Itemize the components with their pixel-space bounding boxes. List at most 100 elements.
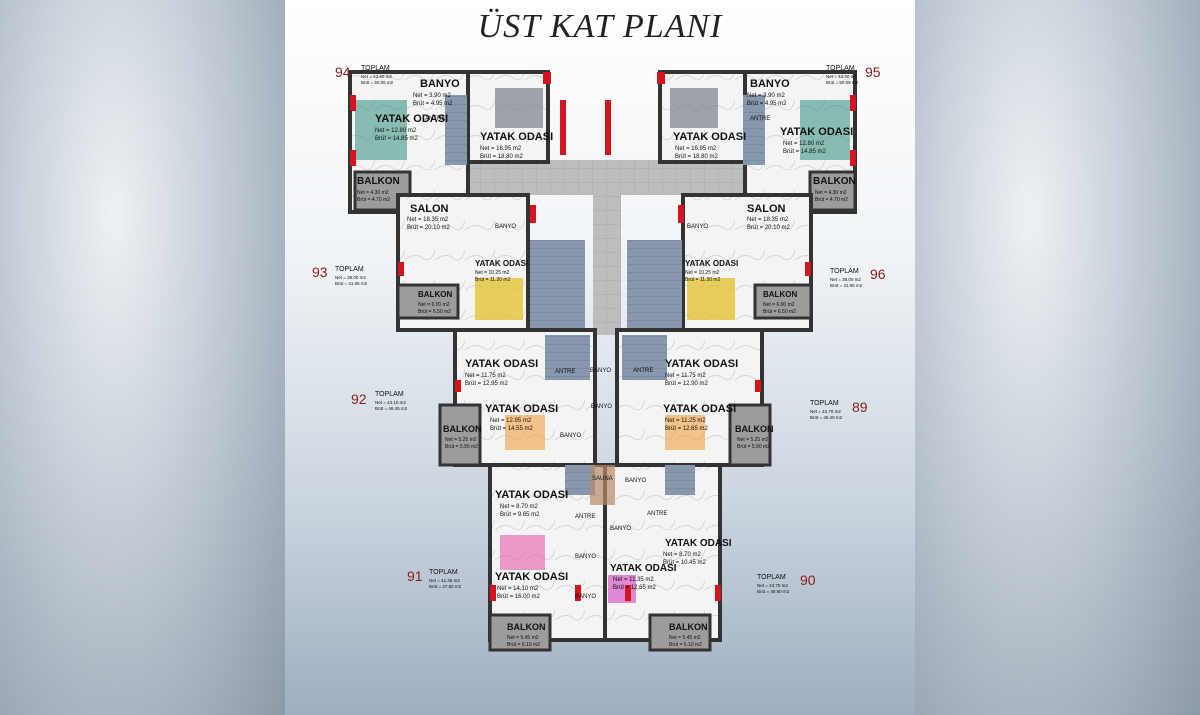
- svg-text:Net = 3.90 m2: Net = 3.90 m2: [413, 93, 452, 99]
- unit-92-plan: [438, 328, 597, 467]
- unit-total-93: 93 TOPLAM Net = 38.00 m2 Brüt = 41.95 m2: [312, 264, 368, 286]
- floor-plan-panel: ÜST KAT PLANI: [285, 0, 915, 715]
- svg-text:ANTRE: ANTRE: [425, 116, 445, 122]
- svg-text:Brüt = 49.90 m2: Brüt = 49.90 m2: [757, 589, 790, 594]
- svg-text:Net = 11.75 m2: Net = 11.75 m2: [665, 373, 706, 379]
- room-label: YATAK ODASI: [465, 358, 538, 370]
- svg-text:Net = 11.25 m2: Net = 11.25 m2: [665, 418, 706, 424]
- room-label: YATAK ODASI: [485, 403, 558, 415]
- room-label: BANYO: [420, 78, 460, 90]
- svg-text:Net = 16.95 m2: Net = 16.95 m2: [480, 146, 522, 152]
- svg-text:TOPLAM: TOPLAM: [375, 391, 404, 398]
- room-label: YATAK ODASI: [665, 358, 738, 370]
- svg-text:91: 91: [407, 568, 423, 584]
- room-label: YATAK ODASI: [495, 489, 568, 501]
- svg-text:Brüt = 14.55 m2: Brüt = 14.55 m2: [490, 426, 534, 432]
- svg-text:Net = 38.00 m2: Net = 38.00 m2: [830, 277, 861, 282]
- svg-text:Net = 11.35 m2: Net = 11.35 m2: [613, 577, 654, 583]
- svg-text:Brüt = 6.10 m2: Brüt = 6.10 m2: [507, 642, 540, 648]
- room-label: BALKON: [735, 424, 774, 434]
- svg-text:Net = 11.75 m2: Net = 11.75 m2: [465, 373, 506, 379]
- svg-text:90: 90: [800, 572, 816, 588]
- room-label: YATAK ODASI: [475, 259, 528, 268]
- unit-95-plan: [658, 70, 857, 214]
- svg-text:Brüt = 12.65 m2: Brüt = 12.65 m2: [665, 426, 709, 432]
- svg-text:Brüt = 47.80 m2: Brüt = 47.80 m2: [429, 584, 462, 589]
- room-label: YATAK ODASI: [780, 126, 853, 138]
- svg-text:ANTRE: ANTRE: [750, 116, 770, 122]
- room-label: BALKON: [763, 290, 797, 299]
- svg-text:TOPLAM: TOPLAM: [429, 569, 458, 576]
- svg-text:Net = 43.10 m2: Net = 43.10 m2: [375, 400, 406, 405]
- svg-text:TOPLAM: TOPLAM: [830, 268, 859, 275]
- svg-text:Net = 12.80 m2: Net = 12.80 m2: [783, 141, 825, 147]
- unit-total-95: 95 TOPLAM Net = 43.90 m2 Brüt = 50.05 m2: [826, 64, 881, 85]
- svg-text:Net = 43.90 m2: Net = 43.90 m2: [361, 74, 392, 79]
- svg-text:BANYO: BANYO: [560, 433, 581, 439]
- unit-total-89: 89 TOPLAM Net = 43.70 m2 Brüt = 45.40 m2: [810, 399, 868, 420]
- room-label: BALKON: [669, 622, 708, 632]
- svg-text:Brüt = 5.90 m2: Brüt = 5.90 m2: [737, 444, 770, 450]
- svg-text:Net = 5.25 m2: Net = 5.25 m2: [737, 437, 769, 443]
- unit-total-94: 94 TOPLAM Net = 43.90 m2 Brüt = 50.05 m2: [335, 64, 394, 85]
- svg-text:Net = 12.80 m2: Net = 12.80 m2: [375, 128, 417, 134]
- room-label: SALON: [410, 203, 449, 215]
- svg-text:Brüt = 41.95 m2: Brüt = 41.95 m2: [830, 283, 863, 288]
- svg-text:Net = 14.10 m2: Net = 14.10 m2: [497, 586, 539, 592]
- svg-text:Brüt = 11.30 m2: Brüt = 11.30 m2: [475, 277, 511, 283]
- svg-text:Brüt = 6.10 m2: Brüt = 6.10 m2: [669, 642, 702, 648]
- svg-text:Net = 8.70 m2: Net = 8.70 m2: [500, 504, 539, 510]
- room-label: BALKON: [357, 176, 400, 187]
- svg-text:Net = 43.90 m2: Net = 43.90 m2: [826, 74, 857, 79]
- unit-total-92: 92 TOPLAM Net = 43.10 m2 Brüt = 48.45 m2: [351, 391, 408, 411]
- svg-text:ANTRE: ANTRE: [647, 511, 667, 517]
- svg-text:Brüt = 50.05 m2: Brüt = 50.05 m2: [826, 80, 859, 85]
- room-label: SALON: [747, 203, 786, 215]
- unit-total-96: 96 TOPLAM Net = 38.00 m2 Brüt = 41.95 m2: [830, 266, 886, 288]
- svg-text:Brüt = 14.85 m2: Brüt = 14.85 m2: [783, 149, 827, 155]
- room-label: YATAK ODASI: [663, 403, 736, 415]
- small-room-labels: ANTRE ANTRE BANYO BANYO ANTRE BANYO ANTR…: [425, 116, 770, 600]
- unit-94-plan: [348, 70, 550, 214]
- unit-totals: 94 TOPLAM Net = 43.90 m2 Brüt = 50.05 m2…: [312, 64, 886, 594]
- svg-text:BANYO: BANYO: [610, 526, 631, 532]
- svg-text:BANYO: BANYO: [495, 224, 516, 230]
- svg-text:Net = 6.00 m2: Net = 6.00 m2: [763, 302, 795, 308]
- background-left: [0, 0, 285, 715]
- room-labels: BANYO Net = 3.90 m2 Brüt = 4.95 m2 YATAK…: [357, 78, 856, 648]
- windows: [350, 72, 856, 601]
- svg-text:BANYO: BANYO: [687, 224, 708, 230]
- svg-text:BANYO: BANYO: [575, 594, 596, 600]
- svg-text:ANTRE: ANTRE: [555, 369, 575, 375]
- svg-text:Brüt = 18.80 m2: Brüt = 18.80 m2: [675, 154, 719, 160]
- svg-text:Brüt = 11.30 m2: Brüt = 11.30 m2: [685, 277, 721, 283]
- svg-text:89: 89: [852, 399, 868, 415]
- svg-text:Brüt = 41.95 m2: Brüt = 41.95 m2: [335, 281, 368, 286]
- background-right: [915, 0, 1200, 715]
- unit-total-90: 90 TOPLAM Net = 43.75 m2 Brüt = 49.90 m2: [757, 572, 816, 594]
- svg-text:Net = 5.45 m2: Net = 5.45 m2: [669, 635, 701, 641]
- unit-89-plan: [615, 328, 772, 467]
- svg-text:Net = 4.30 m2: Net = 4.30 m2: [357, 190, 389, 196]
- svg-text:Brüt = 6.50 m2: Brüt = 6.50 m2: [763, 309, 796, 315]
- svg-text:Brüt = 10.45 m2: Brüt = 10.45 m2: [663, 560, 707, 566]
- svg-text:Net = 16.95 m2: Net = 16.95 m2: [675, 146, 717, 152]
- svg-text:Brüt = 4.95 m2: Brüt = 4.95 m2: [413, 101, 453, 107]
- svg-text:Net = 8.70 m2: Net = 8.70 m2: [663, 552, 702, 558]
- svg-text:BANYO: BANYO: [591, 404, 612, 410]
- svg-text:Net = 18.35 m2: Net = 18.35 m2: [407, 217, 449, 223]
- room-label: YATAK ODASI: [665, 538, 732, 549]
- svg-text:BANYO: BANYO: [590, 368, 611, 374]
- svg-text:Net = 43.75 m2: Net = 43.75 m2: [757, 583, 788, 588]
- unit-96-plan: [627, 193, 813, 332]
- svg-text:Brüt = 9.65 m2: Brüt = 9.65 m2: [500, 512, 540, 518]
- svg-text:Brüt = 5.90 m2: Brüt = 5.90 m2: [445, 444, 478, 450]
- room-label: YATAK ODASI: [685, 259, 738, 268]
- svg-text:Brüt = 4.70 m2: Brüt = 4.70 m2: [357, 197, 390, 203]
- floor-plan-drawing: BANYO Net = 3.90 m2 Brüt = 4.95 m2 YATAK…: [312, 64, 886, 652]
- plan-title: ÜST KAT PLANI: [477, 8, 723, 45]
- svg-text:Net = 3.90 m2: Net = 3.90 m2: [747, 93, 786, 99]
- svg-text:96: 96: [870, 266, 886, 282]
- svg-text:Net = 5.25 m2: Net = 5.25 m2: [445, 437, 477, 443]
- svg-text:BANYO: BANYO: [575, 554, 596, 560]
